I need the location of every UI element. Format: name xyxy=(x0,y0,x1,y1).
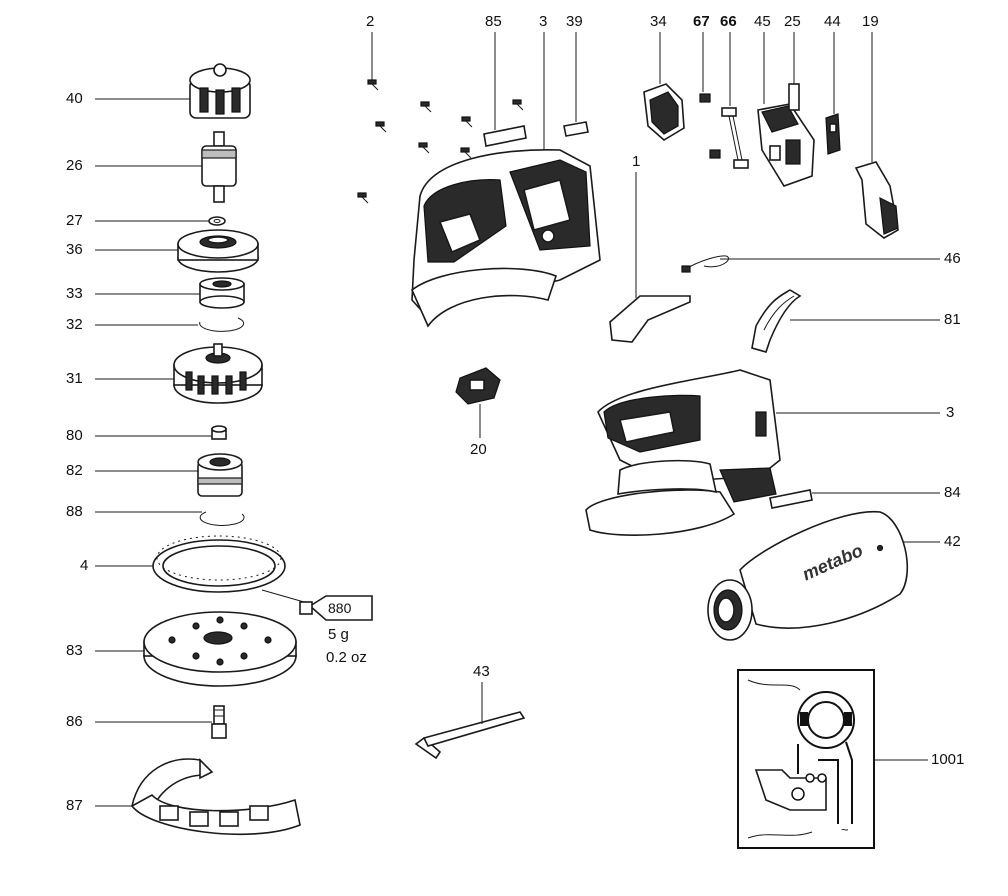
part-1001-wiring-diagram xyxy=(737,669,875,849)
part-44-clip xyxy=(825,113,841,155)
part-39-label xyxy=(563,121,589,137)
part-33-ball-bearing xyxy=(199,277,245,309)
callout-45: 45 xyxy=(754,13,771,30)
callout-3-right: 3 xyxy=(946,404,955,421)
part-31-fan xyxy=(173,343,263,404)
callout-1: 1 xyxy=(632,153,641,170)
callout-32: 32 xyxy=(66,316,83,333)
callout-46: 46 xyxy=(944,250,961,267)
callout-82: 82 xyxy=(66,462,83,479)
part-3-assembled-housing xyxy=(585,369,781,536)
part-26-rotor xyxy=(201,131,237,203)
part-19-release-latch xyxy=(854,161,899,239)
callout-80: 80 xyxy=(66,427,83,444)
part-20-switch xyxy=(455,367,501,405)
part-81-cable-guide xyxy=(751,289,802,353)
callout-43: 43 xyxy=(473,663,490,680)
part-43-hex-key xyxy=(414,711,526,760)
part-1-holder xyxy=(609,295,691,343)
part-2-screws xyxy=(357,79,524,204)
callout-34: 34 xyxy=(650,13,667,30)
callout-33: 33 xyxy=(66,285,83,302)
callout-66: 66 xyxy=(720,13,737,30)
callout-25: 25 xyxy=(784,13,801,30)
part-36-bearing-flange xyxy=(177,229,259,273)
ac-symbol: ~ xyxy=(841,822,849,837)
part-45-electronics-module xyxy=(757,103,815,187)
part-86-screw xyxy=(211,705,227,739)
callout-26: 26 xyxy=(66,157,83,174)
callout-2: 2 xyxy=(366,13,375,30)
callout-36: 36 xyxy=(66,241,83,258)
part-82-bearing-housing xyxy=(197,453,243,497)
part-85-label xyxy=(483,125,527,147)
part-67-springs xyxy=(699,93,721,159)
callout-20: 20 xyxy=(470,441,487,458)
callout-83: 83 xyxy=(66,642,83,659)
callout-4: 4 xyxy=(80,557,89,574)
callout-81: 81 xyxy=(944,311,961,328)
grease-code: 880 xyxy=(328,600,352,616)
callout-44: 44 xyxy=(824,13,841,30)
callout-67: 67 xyxy=(693,13,710,30)
part-27-washer xyxy=(208,216,226,226)
grease-amount-g: 5 g xyxy=(328,626,349,643)
part-42-dust-extraction xyxy=(707,511,908,641)
callout-39: 39 xyxy=(566,13,583,30)
part-87-skirt xyxy=(130,758,301,836)
part-4-ring xyxy=(152,535,286,593)
part-46-cable xyxy=(681,255,729,273)
part-83-sanding-pad xyxy=(143,611,297,687)
part-80-nut xyxy=(211,425,227,440)
callout-88: 88 xyxy=(66,503,83,520)
callout-42: 42 xyxy=(944,533,961,550)
part-34-contact-block xyxy=(643,83,685,141)
part-40-stator xyxy=(189,63,251,119)
callout-87: 87 xyxy=(66,797,83,814)
part-84-label xyxy=(769,489,813,509)
callout-84: 84 xyxy=(944,484,961,501)
part-32-snap-ring xyxy=(199,317,245,332)
part-88-retaining-ring xyxy=(199,511,245,526)
callout-31: 31 xyxy=(66,370,83,387)
part-66-wire-set xyxy=(721,107,749,169)
part-25-label xyxy=(788,83,800,111)
callout-19: 19 xyxy=(862,13,879,30)
callout-86: 86 xyxy=(66,713,83,730)
callout-1001: 1001 xyxy=(931,751,965,768)
callout-27: 27 xyxy=(66,212,83,229)
callout-3-top: 3 xyxy=(539,13,548,30)
callout-40: 40 xyxy=(66,90,83,107)
grease-amount-oz: 0.2 oz xyxy=(326,649,367,666)
callout-85: 85 xyxy=(485,13,502,30)
part-3-housing-half xyxy=(411,148,601,328)
part-880-grease-tube xyxy=(299,595,373,621)
